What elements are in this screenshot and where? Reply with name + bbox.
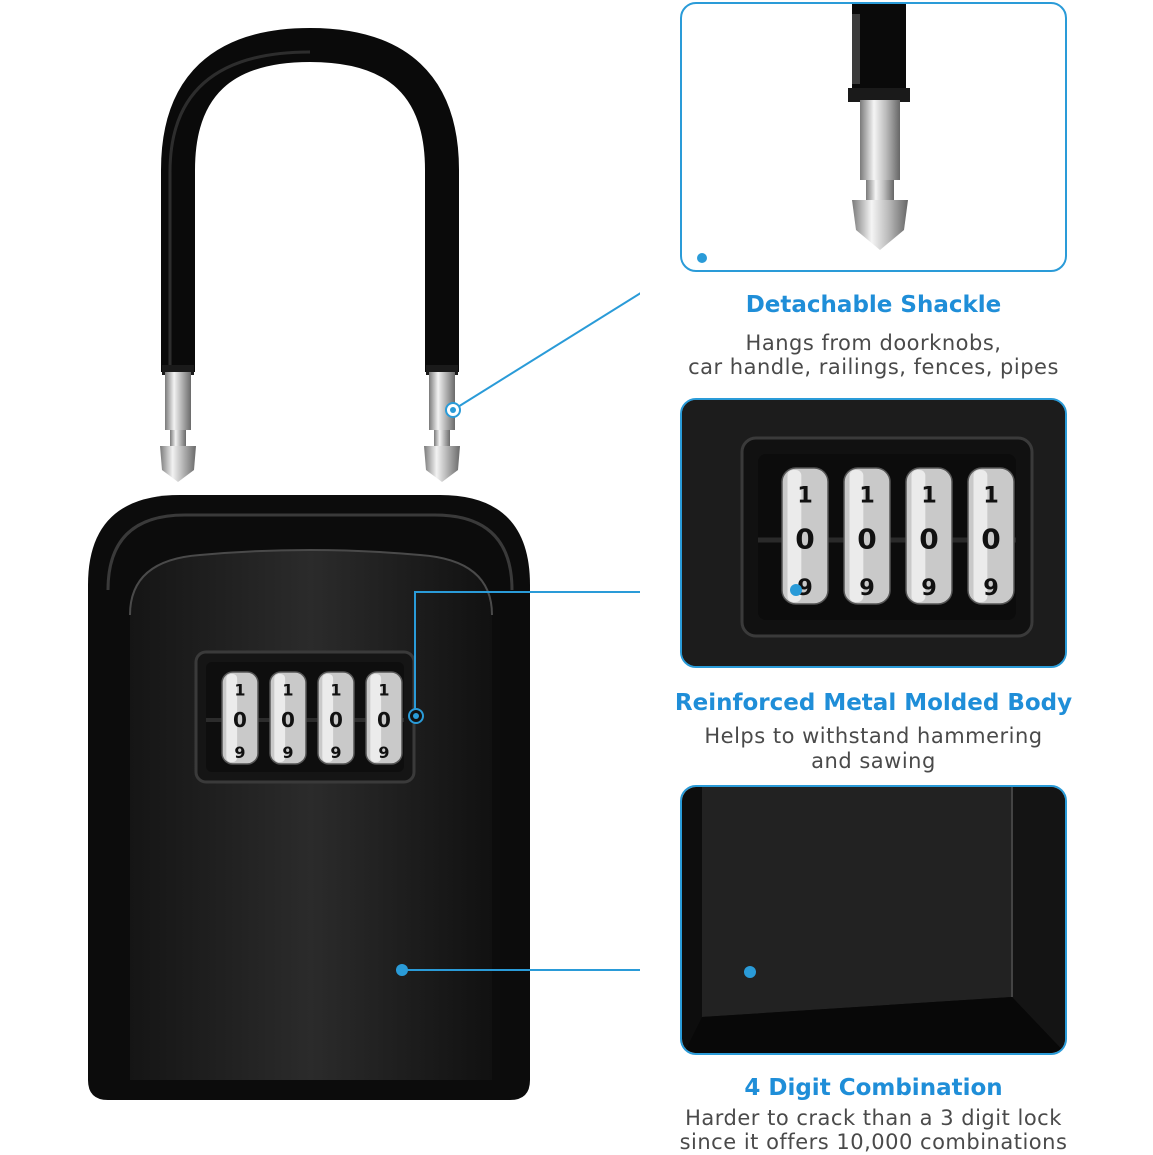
dial-wheel[interactable]: 1 0 9 bbox=[781, 467, 829, 605]
dial-wheel[interactable]: 1 0 9 bbox=[269, 671, 307, 765]
lockbox-cover bbox=[129, 549, 493, 1080]
dial-digit: 1 bbox=[797, 482, 813, 508]
dial-digit: 9 bbox=[234, 743, 245, 762]
dial-wheel[interactable]: 1 0 9 bbox=[843, 467, 891, 605]
dial-digit: 0 bbox=[377, 708, 391, 732]
dial-digit: 9 bbox=[983, 575, 999, 601]
feature-desc-combination-line2: since it offers 10,000 combinations bbox=[679, 1130, 1068, 1154]
main-dials: 1 0 9 1 0 9 1 0 9 1 0 9 bbox=[221, 671, 403, 765]
dial-digit: 1 bbox=[234, 681, 245, 700]
dial-wheel[interactable]: 1 0 9 bbox=[221, 671, 259, 765]
dial-digit: 0 bbox=[857, 523, 876, 556]
dial-digit: 9 bbox=[921, 575, 937, 601]
dial-digit: 1 bbox=[921, 482, 937, 508]
feature-title-body: Reinforced Metal Molded Body bbox=[674, 690, 1073, 716]
shackle bbox=[160, 27, 460, 482]
dial-wheel[interactable]: 1 0 9 bbox=[365, 671, 403, 765]
dial-wheel[interactable]: 1 0 9 bbox=[967, 467, 1015, 605]
body-detail-panel bbox=[680, 785, 1067, 1055]
dial-digit: 1 bbox=[983, 482, 999, 508]
shackle-pin-closeup bbox=[697, 4, 910, 263]
dial-digit: 0 bbox=[981, 523, 1000, 556]
dial-digit: 9 bbox=[797, 575, 813, 601]
shackle-detail-panel bbox=[680, 2, 1067, 272]
dial-digit: 0 bbox=[329, 708, 343, 732]
dial-wheel[interactable]: 1 0 9 bbox=[905, 467, 953, 605]
feature-title-shackle: Detachable Shackle bbox=[745, 292, 1002, 318]
dial-digit: 9 bbox=[378, 743, 389, 762]
body-edge-closeup bbox=[682, 787, 1065, 1053]
feature-desc-body-line2: and sawing bbox=[811, 749, 936, 773]
feature-title-combination: 4 Digit Combination bbox=[744, 1075, 1003, 1101]
lockbox-illustration: 1 0 9 1 0 9 1 0 9 1 0 9 bbox=[88, 27, 640, 1100]
dial-wheel[interactable]: 1 0 9 bbox=[317, 671, 355, 765]
feature-desc-body-line1: Helps to withstand hammering bbox=[704, 724, 1043, 748]
dial-digit: 9 bbox=[859, 575, 875, 601]
dial-closeup: 1 0 9 1 0 9 1 0 9 1 0 9 bbox=[682, 400, 1065, 666]
feature-desc-shackle-line1: Hangs from doorknobs, bbox=[745, 331, 1002, 355]
dial-digit: 0 bbox=[233, 708, 247, 732]
dial-digit: 1 bbox=[378, 681, 389, 700]
dial-digit: 1 bbox=[330, 681, 341, 700]
dial-digit: 0 bbox=[795, 523, 814, 556]
dial-digit: 9 bbox=[330, 743, 341, 762]
dial-digit: 1 bbox=[282, 681, 293, 700]
feature-desc-shackle-line2: car handle, railings, fences, pipes bbox=[688, 355, 1059, 379]
feature-desc-combination-line1: Harder to crack than a 3 digit lock bbox=[685, 1106, 1062, 1130]
dial-detail-panel: 1 0 9 1 0 9 1 0 9 1 0 9 bbox=[680, 398, 1067, 668]
callout-lines bbox=[396, 292, 640, 976]
dial-digit: 1 bbox=[859, 482, 875, 508]
dial-digit: 0 bbox=[281, 708, 295, 732]
dial-digit: 9 bbox=[282, 743, 293, 762]
dial-digit: 0 bbox=[919, 523, 938, 556]
